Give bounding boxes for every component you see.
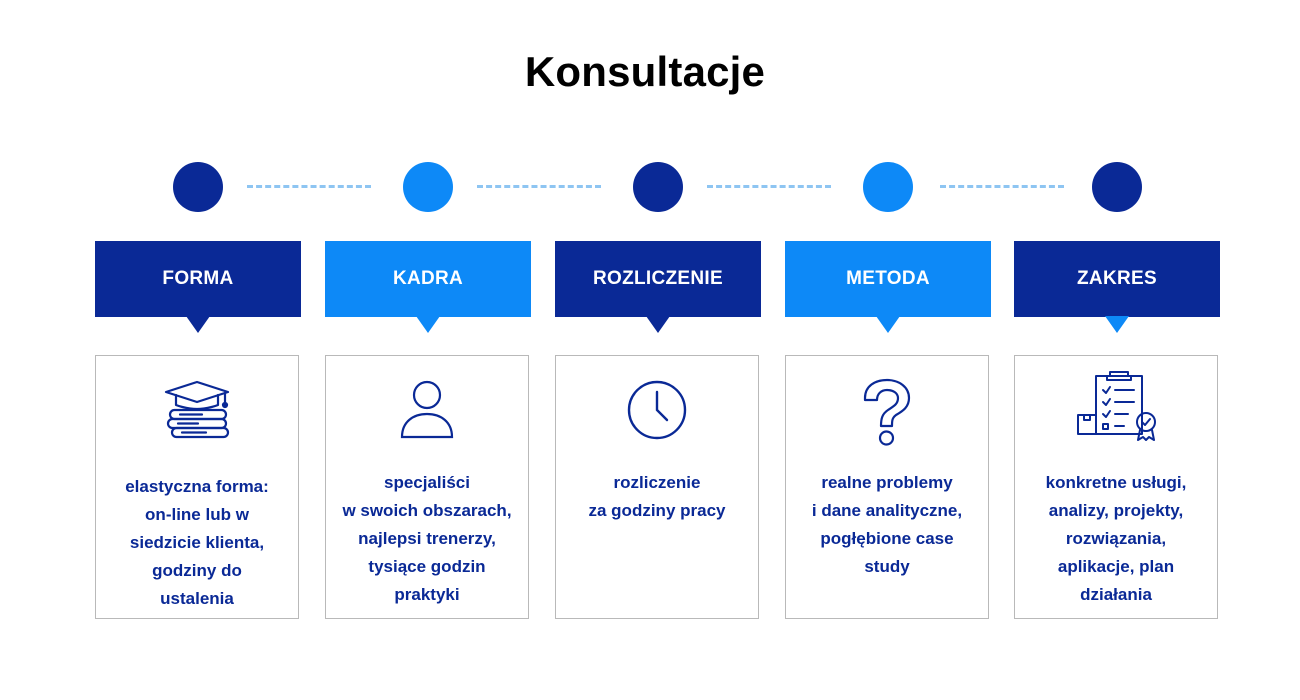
timeline-dot-5 xyxy=(1092,162,1142,212)
header-zakres: ZAKRES xyxy=(1014,241,1220,333)
card-text-line: pogłębione case xyxy=(820,529,954,548)
timeline-dot-2 xyxy=(403,162,453,212)
card-text-line: godziny do xyxy=(152,561,242,580)
card-text-line: najlepsi trenerzy, xyxy=(358,529,496,548)
header-label: METODA xyxy=(846,268,930,289)
card-text-line: za godziny pracy xyxy=(588,501,726,520)
person-icon xyxy=(326,378,528,442)
clipboard-checklist-icon xyxy=(1015,370,1217,441)
card-description: rozliczenie za godziny pracy xyxy=(564,469,750,525)
timeline-connector-2 xyxy=(477,185,601,188)
card-forma: elastyczna forma: on-line lub w siedzici… xyxy=(95,355,299,619)
clock-icon xyxy=(556,378,758,442)
timeline-dot-3 xyxy=(633,162,683,212)
card-text-line: ustalenia xyxy=(160,589,234,608)
header-label: KADRA xyxy=(392,268,464,289)
card-description: elastyczna forma: on-line lub w siedzici… xyxy=(104,473,290,613)
card-text-line: realne problemy xyxy=(821,473,953,492)
header-forma: FORMA xyxy=(95,241,301,333)
card-text-line: rozliczenie xyxy=(613,473,701,492)
timeline-connector-4 xyxy=(940,185,1064,188)
header-label: ROZLICZENIE xyxy=(593,268,723,289)
page-title: Konsultacje xyxy=(524,48,766,95)
header-pointer xyxy=(646,316,670,333)
header-rozliczenie: ROZLICZENIE xyxy=(555,241,761,333)
timeline-connector-1 xyxy=(247,185,371,188)
timeline-connector-3 xyxy=(707,185,831,188)
header-metoda: METODA xyxy=(785,241,991,333)
card-text-line: i dane analityczne, xyxy=(811,501,963,520)
card-zakres: konkretne usługi, analizy, projekty, roz… xyxy=(1014,355,1218,619)
header-pointer xyxy=(876,316,900,333)
graduation-cap-books-icon xyxy=(96,378,298,442)
card-text-line: analizy, projekty, xyxy=(1048,501,1184,520)
card-text-line: on-line lub w xyxy=(145,505,249,524)
card-rozliczenie: rozliczenie za godziny pracy xyxy=(555,355,759,619)
card-text-line: aplikacje, plan xyxy=(1057,557,1175,576)
card-text-line: w swoich obszarach, xyxy=(342,501,512,520)
card-kadra: specjaliści w swoich obszarach, najlepsi… xyxy=(325,355,529,619)
question-mark-icon xyxy=(786,378,988,446)
header-kadra: KADRA xyxy=(325,241,531,333)
card-metoda: realne problemy i dane analityczne, pogł… xyxy=(785,355,989,619)
header-pointer xyxy=(186,316,210,333)
card-text-line: tysiące godzin xyxy=(368,557,486,576)
card-text-line: praktyki xyxy=(394,585,460,604)
card-text-line: study xyxy=(864,557,910,576)
card-text-line: specjaliści xyxy=(383,473,470,492)
header-pointer xyxy=(1105,316,1129,333)
card-text-line: siedzicie klienta, xyxy=(129,533,265,552)
card-description: specjaliści w swoich obszarach, najlepsi… xyxy=(334,469,520,609)
timeline-dot-1 xyxy=(173,162,223,212)
timeline-dot-4 xyxy=(863,162,913,212)
card-description: realne problemy i dane analityczne, pogł… xyxy=(794,469,980,581)
card-text-line: konkretne usługi, xyxy=(1045,473,1187,492)
header-label: FORMA xyxy=(162,268,234,289)
card-text-line: elastyczna forma: xyxy=(125,477,269,496)
card-description: konkretne usługi, analizy, projekty, roz… xyxy=(1023,469,1209,609)
card-text-line: działania xyxy=(1080,585,1152,604)
card-text-line: rozwiązania, xyxy=(1065,529,1167,548)
header-label: ZAKRES xyxy=(1077,268,1157,289)
header-pointer xyxy=(416,316,440,333)
